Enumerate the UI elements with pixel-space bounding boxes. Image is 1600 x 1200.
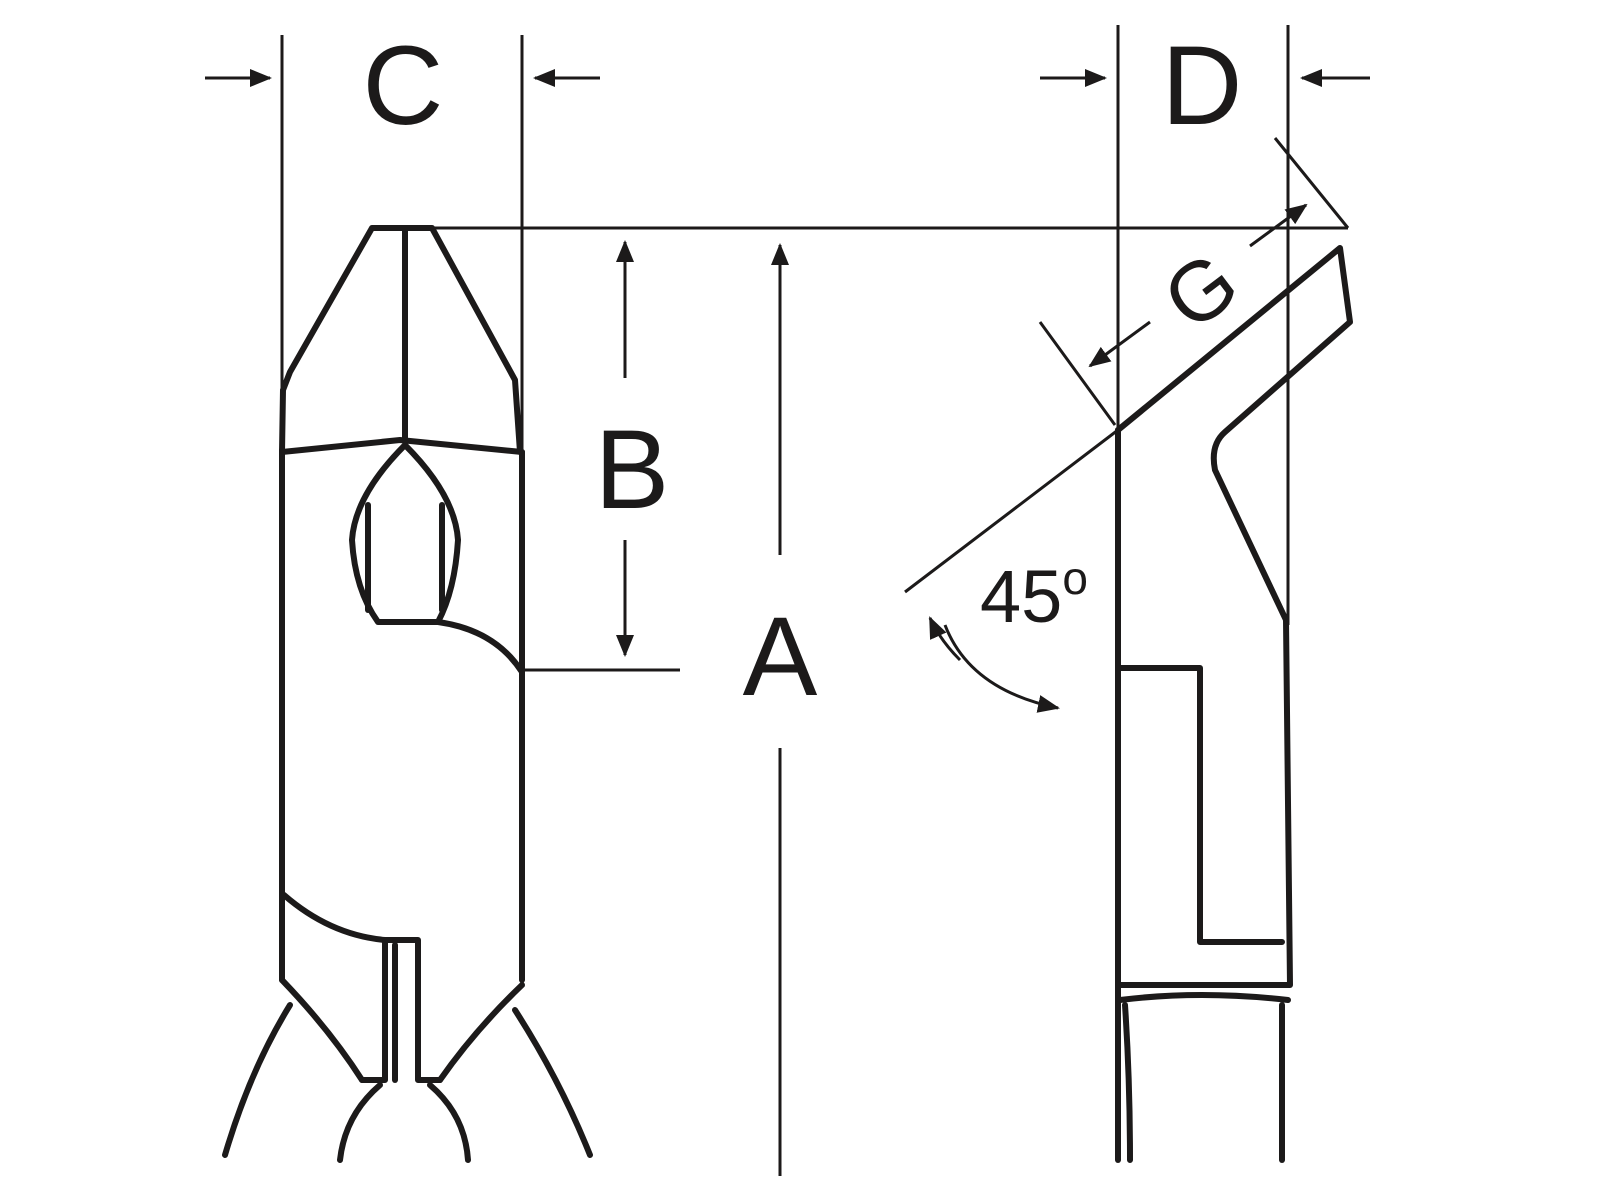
dimension-lines	[205, 25, 1370, 1176]
side-view-plier	[1115, 245, 1353, 1163]
label-d: D	[1162, 23, 1243, 148]
label-b: B	[595, 407, 670, 532]
front-view-plier	[222, 225, 593, 1163]
label-angle: 45o	[980, 552, 1088, 638]
label-c: C	[363, 23, 444, 148]
label-a: A	[743, 594, 818, 719]
